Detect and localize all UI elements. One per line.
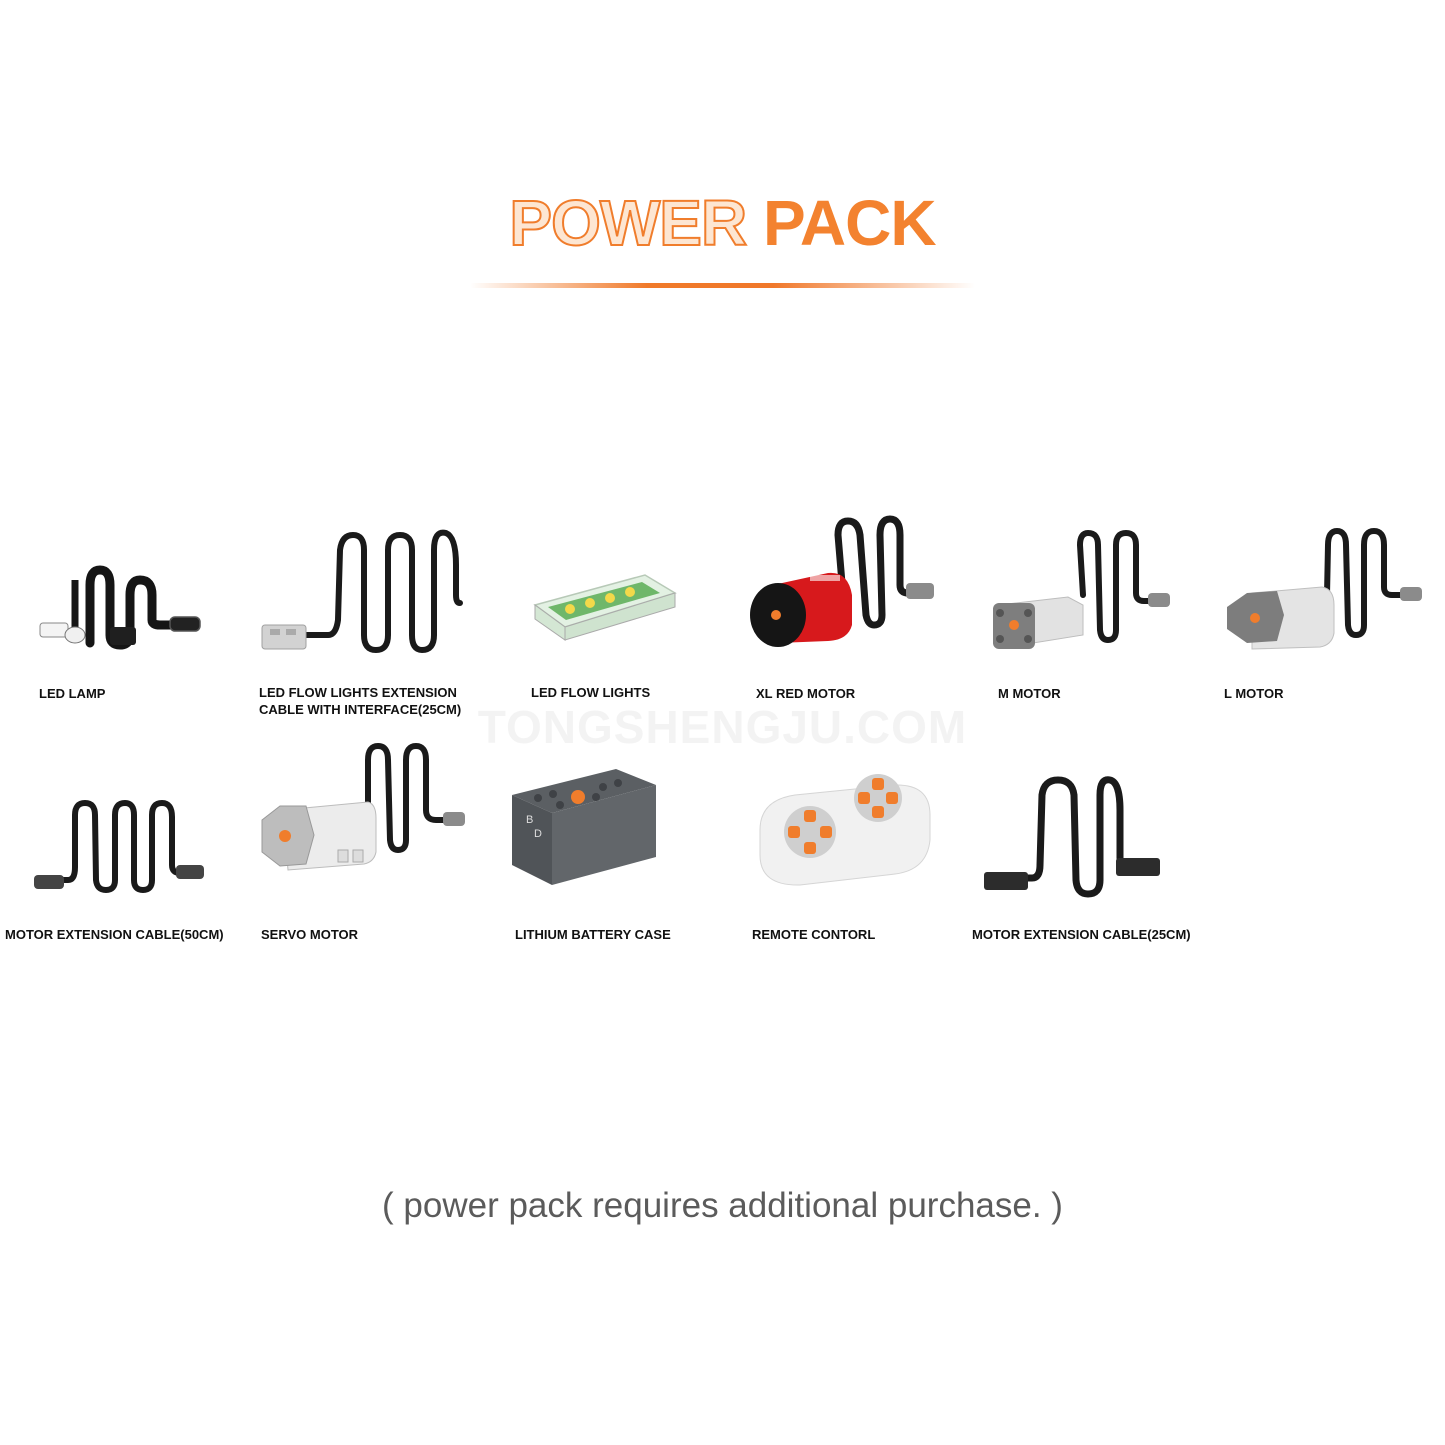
led-lamp-icon <box>39 565 201 650</box>
product-label: LED LAMP <box>39 686 106 701</box>
battery-case-icon: B D <box>512 769 656 885</box>
product-motor-extension-cable-25cm: MOTOR EXTENSION CABLE(25CM) <box>972 770 1191 942</box>
product-label: LITHIUM BATTERY CASE <box>515 927 671 942</box>
product-label: MOTOR EXTENSION CABLE(50CM) <box>5 927 224 942</box>
remote-control-icon <box>759 774 931 886</box>
watermark: TONGSHENGJU.COM <box>477 701 968 753</box>
product-l-motor: L MOTOR <box>1222 525 1427 701</box>
svg-text:D: D <box>534 828 542 840</box>
servo-motor-icon <box>261 742 465 871</box>
product-label: SERVO MOTOR <box>261 927 359 942</box>
product-label: XL RED MOTOR <box>756 686 856 701</box>
product-label: M MOTOR <box>998 686 1061 701</box>
product-led-flow-extension-cable: LED FLOW LIGHTS EXTENSION CABLE WITH INT… <box>258 525 468 717</box>
product-motor-extension-cable-50cm: MOTOR EXTENSION CABLE(50CM) <box>5 795 224 942</box>
title-word-pack: PACK <box>762 187 937 259</box>
product-lithium-battery-case: B D LITHIUM BATTERY CASE <box>508 765 671 942</box>
motor-extension-cable-icon <box>34 799 204 894</box>
purchase-note: ( power pack requires additional purchas… <box>382 1186 1063 1225</box>
product-led-lamp: LED LAMP <box>30 555 210 701</box>
product-label: L MOTOR <box>1224 686 1284 701</box>
product-remote-control: REMOTE CONTORL <box>752 770 935 942</box>
title-word-power: POWER <box>508 187 748 259</box>
product-led-flow-lights: LED FLOW LIGHTS <box>530 565 680 700</box>
led-flow-lights-icon <box>533 574 677 641</box>
product-servo-motor: SERVO MOTOR <box>258 740 468 942</box>
title-underline <box>470 283 975 288</box>
product-label: LED FLOW LIGHTS <box>531 685 651 700</box>
product-label: MOTOR EXTENSION CABLE(25CM) <box>972 927 1191 942</box>
product-xl-red-motor: XL RED MOTOR <box>748 515 938 701</box>
xl-red-motor-icon <box>750 515 934 647</box>
m-motor-icon <box>993 529 1170 649</box>
motor-extension-cable-icon <box>984 776 1160 898</box>
product-label: LED FLOW LIGHTS EXTENSION CABLE WITH INT… <box>259 685 462 717</box>
extension-cable-interface-icon <box>261 529 463 654</box>
product-label: REMOTE CONTORL <box>752 927 876 942</box>
svg-text:B: B <box>526 814 533 826</box>
l-motor-icon <box>1227 527 1422 650</box>
page-title: POWER PACK <box>0 187 1445 259</box>
product-m-motor: M MOTOR <box>988 525 1178 701</box>
